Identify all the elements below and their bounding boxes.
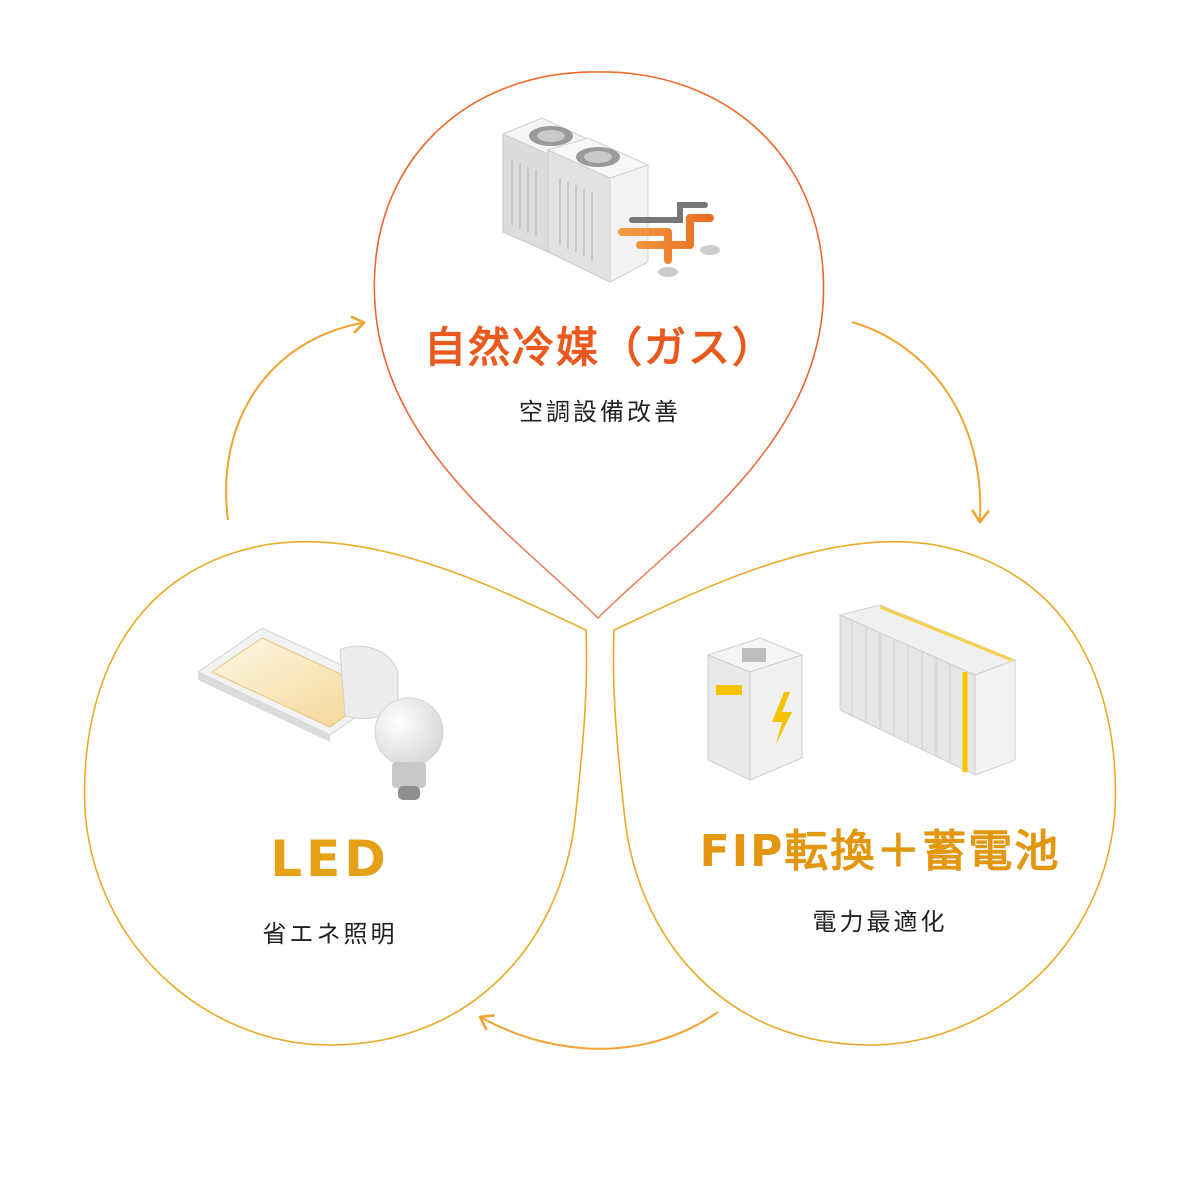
- top-node-subtitle: 空調設備改善: [519, 398, 681, 426]
- top-node-label: 自然冷媒（ガス） 空調設備改善: [380, 318, 820, 432]
- led-light-and-bulb-icon: [197, 627, 444, 800]
- arrow-top-to-right: [851, 321, 990, 524]
- right-node-subtitle: 電力最適化: [812, 908, 948, 936]
- arrow-left-to-top: [225, 315, 366, 521]
- battery-storage-container-icon: [706, 604, 1017, 781]
- right-node-label: FIP転換＋蓄電池 電力最適化: [660, 820, 1100, 942]
- air-conditioner-outdoor-unit-icon: [501, 117, 720, 283]
- left-node-label: LED 省エネ照明: [180, 826, 480, 954]
- right-node-title: FIP転換＋蓄電池: [699, 826, 1061, 877]
- arrow-right-to-left: [478, 1011, 719, 1050]
- top-node-title: 自然冷媒（ガス）: [423, 323, 776, 372]
- top-teardrop: [373, 71, 825, 620]
- left-teardrop: [83, 540, 588, 1046]
- left-node-subtitle: 省エネ照明: [262, 920, 398, 948]
- left-node-title: LED: [270, 830, 390, 888]
- right-teardrop: [612, 540, 1117, 1046]
